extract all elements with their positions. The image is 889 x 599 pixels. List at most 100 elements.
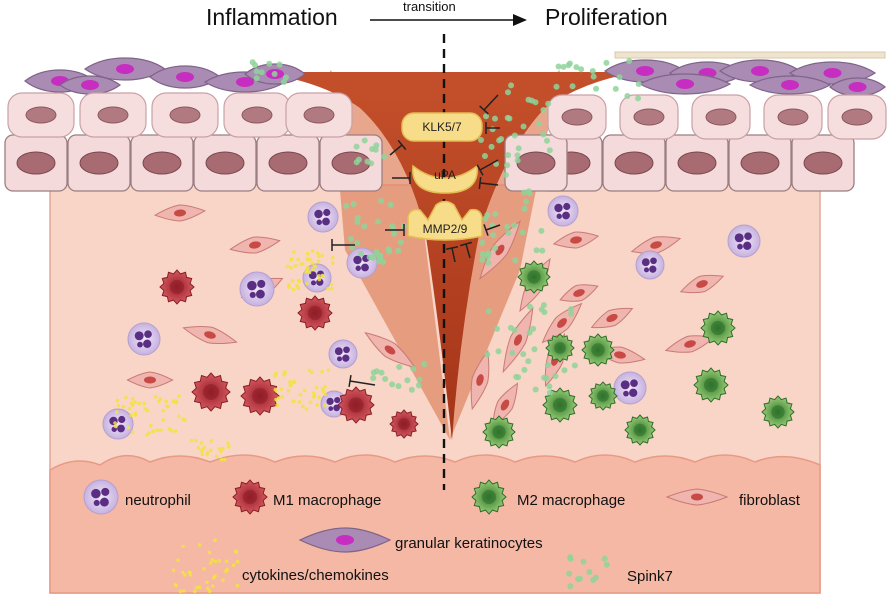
granular-keratinocyte — [829, 77, 886, 97]
inhibition-arrow — [483, 224, 501, 236]
m2-macrophage — [517, 260, 551, 294]
m2-macrophage — [588, 381, 618, 411]
legend-granular-icon — [298, 527, 392, 553]
inhibition-arrow — [479, 94, 499, 115]
m1-macrophage — [389, 409, 419, 439]
m2-macrophage — [700, 310, 736, 346]
legend-m2: M2 macrophage — [517, 492, 626, 509]
spink7-cluster — [343, 197, 407, 265]
legend-spink: Spink7 — [627, 568, 673, 585]
granular-layer — [24, 51, 886, 97]
spinous-keratinocyte — [619, 94, 679, 140]
legend-m1-icon — [232, 479, 268, 515]
m2-macrophage — [545, 333, 575, 363]
legend-m2-icon — [471, 479, 507, 515]
legend-granular: granular keratinocytes — [395, 535, 543, 552]
inhibition-arrow — [460, 241, 472, 259]
spink7-cluster — [370, 361, 428, 393]
neutrophil — [307, 201, 339, 233]
spinous-keratinocyte — [223, 92, 291, 138]
inhibition-arrow — [392, 172, 411, 184]
inhibition-lines — [331, 94, 501, 388]
legend-neutrophil: neutrophil — [125, 492, 191, 509]
cytokine-cluster — [285, 249, 335, 292]
m1-macrophage — [159, 269, 195, 305]
m1-macrophage — [297, 295, 333, 331]
neutrophil — [727, 224, 761, 258]
wound-gap — [255, 72, 640, 440]
neutrophil — [635, 250, 665, 280]
spink7-cluster — [249, 59, 289, 86]
spinous-keratinocyte — [79, 92, 147, 138]
inhibition-arrow — [478, 176, 499, 190]
basal-keratinocyte — [791, 134, 855, 192]
fibroblast — [182, 325, 238, 345]
inhibition-arrow — [485, 122, 500, 134]
m2-macrophage — [624, 414, 656, 446]
m2-macrophage — [482, 415, 516, 449]
spink7-cluster — [353, 137, 388, 167]
cells — [102, 58, 795, 462]
spinous-keratinocyte — [7, 92, 75, 138]
m2-macrophage — [693, 367, 729, 403]
heading-proliferation: Proliferation — [545, 4, 668, 30]
legend-icons — [83, 479, 729, 594]
fibroblast — [470, 349, 490, 411]
m1-macrophage — [191, 372, 231, 412]
inhibition-arrow — [331, 239, 355, 251]
legend-spink-icon — [566, 554, 610, 590]
inhibition-arrow — [348, 374, 376, 388]
fibroblast — [153, 204, 207, 222]
basal-keratinocyte — [602, 134, 666, 192]
m2-macrophage — [581, 333, 615, 367]
inhibition-arrow — [389, 139, 407, 156]
neutrophil — [547, 195, 579, 227]
m1-macrophage — [337, 386, 375, 424]
spinous-keratinocyte — [763, 94, 823, 140]
fibroblast — [590, 307, 634, 329]
fibroblast — [559, 284, 599, 302]
neutrophil — [328, 339, 358, 369]
legend-m1: M1 macrophage — [273, 492, 382, 509]
spinous-keratinocyte — [285, 92, 353, 138]
neutrophil — [102, 408, 134, 440]
m2-macrophage — [542, 387, 578, 423]
granular-keratinocyte — [58, 75, 122, 95]
basal-keratinocyte — [130, 134, 194, 192]
spink7-cluster — [484, 302, 578, 396]
klk-shape — [401, 112, 483, 142]
basal-keratinocyte — [504, 134, 568, 192]
spinous-keratinocyte — [691, 94, 751, 140]
neutrophil — [613, 371, 647, 405]
fibroblast — [552, 231, 600, 249]
enzyme-mmp: MMP2/9 — [422, 222, 468, 236]
granular-keratinocyte — [638, 73, 732, 95]
legend-fibroblast: fibroblast — [739, 492, 800, 509]
basal-keratinocyte — [67, 134, 131, 192]
m2-macrophage — [761, 395, 795, 429]
fibroblast — [126, 371, 174, 389]
neutrophil — [239, 271, 275, 307]
inhibition-arrow — [476, 159, 499, 176]
fibroblast — [502, 306, 534, 374]
basal-keratinocyte — [193, 134, 257, 192]
enzyme-upa: uPA — [434, 168, 456, 182]
legend-neutrophil-icon — [83, 479, 119, 515]
spinous-keratinocyte — [827, 94, 887, 140]
basal-keratinocyte — [728, 134, 792, 192]
mmp-shape — [407, 200, 483, 241]
spinous-keratinocyte — [151, 92, 219, 138]
enzyme-klk: KLK5/7 — [422, 120, 462, 134]
cytokine-cluster — [189, 438, 231, 462]
cytokine-cluster — [273, 368, 331, 411]
basal-keratinocyte — [256, 134, 320, 192]
fibroblast — [679, 274, 725, 294]
inhibition-arrow — [445, 246, 459, 263]
neutrophil — [127, 322, 161, 356]
legend-fibroblast-icon — [665, 488, 729, 506]
heading-transition: transition — [403, 0, 456, 14]
epidermis — [4, 92, 887, 192]
m1-macrophage — [240, 376, 280, 416]
legend-cytokine-icon — [171, 538, 240, 594]
